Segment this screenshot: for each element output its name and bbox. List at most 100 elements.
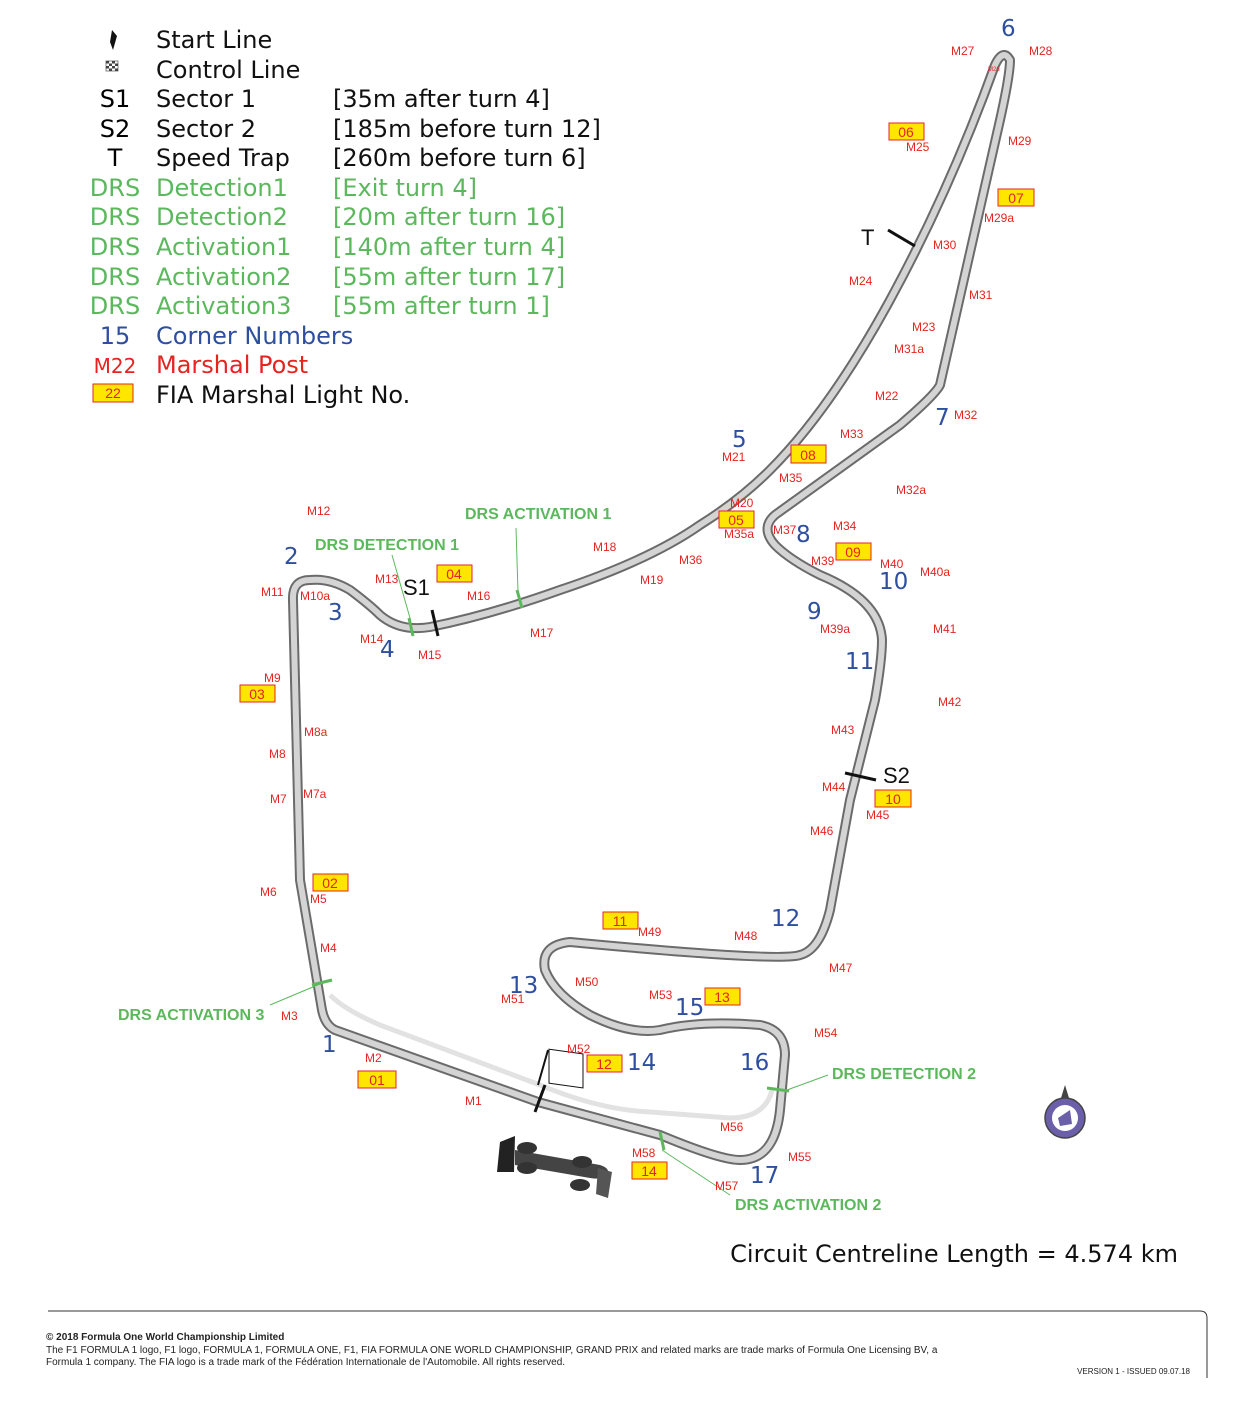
corner-14: 14 [627, 1050, 656, 1076]
marshal-post: M8a [304, 725, 328, 739]
marshal-post: M48 [734, 929, 758, 943]
marshal-post: M50 [575, 975, 599, 989]
track-surface [289, 52, 1013, 1163]
marshal-post: M12 [307, 504, 331, 518]
legend-label-activation1: Activation1 [156, 233, 291, 261]
track [287, 50, 1015, 1165]
compass-icon [1044, 1085, 1086, 1139]
marshal-post: M26 [988, 67, 1000, 73]
legend-symbol-t: T [107, 144, 123, 172]
marshal-post: M43 [831, 723, 855, 737]
marshal-lights: 01 02 03 04 05 06 07 08 09 10 11 12 13 1… [239, 122, 1035, 1180]
marshal-post: M13 [375, 572, 399, 586]
marshal-post: M25 [906, 140, 930, 154]
drs-detection1-marker [407, 617, 415, 637]
marshal-post: M2 [365, 1051, 382, 1065]
marshal-post: M16 [467, 589, 491, 603]
marshal-post: M32 [954, 408, 978, 422]
drs-activation1-marker [515, 589, 524, 609]
marshal-post: M7 [270, 792, 287, 806]
footer-version: VERSION 1 - ISSUED 09.07.18 [1077, 1367, 1190, 1376]
footer-copyright: © 2018 Formula One World Championship Li… [46, 1332, 284, 1343]
legend-detail-sector2: [185m before turn 12] [333, 115, 601, 143]
corner-4: 4 [380, 637, 395, 663]
marshal-post: M47 [829, 961, 853, 975]
marshal-post: M45 [866, 808, 890, 822]
marshal-light: 01 [369, 1072, 385, 1088]
marshal-post: M54 [814, 1026, 838, 1040]
corner-8: 8 [796, 522, 811, 548]
marshal-post: M41 [933, 622, 957, 636]
marshal-light: 09 [845, 544, 861, 560]
marshal-light: 08 [800, 447, 816, 463]
marshal-light: 04 [446, 566, 462, 582]
marshal-post: M53 [649, 988, 673, 1002]
footer-line1: The F1 FORMULA 1 logo, F1 logo, FORMULA … [46, 1345, 938, 1356]
marshal-post: M3 [281, 1009, 298, 1023]
footer-line2: Formula 1 company. The FIA logo is a tra… [46, 1357, 565, 1368]
start-line-icon [110, 30, 117, 50]
legend-detail-activation3: [55m after turn 1] [333, 292, 550, 320]
legend-symbol-flag-num: 22 [105, 385, 121, 401]
legend-symbol-drs-detection1: DRS [90, 174, 140, 202]
legend-label-marshal-light: FIA Marshal Light No. [156, 381, 410, 409]
marshal-post: M39a [820, 622, 850, 636]
drs-markers [311, 589, 790, 1151]
corner-6: 6 [1001, 16, 1016, 42]
corner-2: 2 [284, 544, 299, 570]
marshal-post: M29 [1008, 134, 1032, 148]
corner-12: 12 [771, 906, 800, 932]
marshal-light: 06 [898, 124, 914, 140]
marshal-post: M31a [894, 342, 924, 356]
marshal-post: M11 [261, 585, 284, 599]
legend-detail-activation2: [55m after turn 17] [333, 263, 565, 291]
marshal-post: M28 [1029, 44, 1053, 58]
marshal-post: M52 [567, 1042, 591, 1056]
legend-label-speed-trap: Speed Trap [156, 144, 290, 172]
footer: © 2018 Formula One World Championship Li… [46, 1310, 1208, 1378]
marshal-post: M27 [951, 44, 975, 58]
drs-activation3-marker [311, 978, 333, 987]
drs-leaders [269, 527, 829, 1196]
marshal-post: M20 [730, 496, 754, 510]
marshal-post: M39 [811, 554, 835, 568]
drs-detection2-marker [766, 1086, 790, 1093]
checkered-flag-icon [105, 60, 119, 72]
marshal-post: M5 [310, 892, 327, 906]
legend-detail-detection2: [20m after turn 16] [333, 203, 565, 231]
corner-16: 16 [740, 1050, 769, 1076]
marshal-post: M35a [724, 527, 754, 541]
marshal-post: M58 [632, 1146, 656, 1160]
legend-label-sector1: Sector 1 [156, 85, 256, 113]
corner-15: 15 [675, 995, 704, 1021]
marshal-post: M18 [593, 540, 617, 554]
legend-label-marshal-post: Marshal Post [156, 351, 308, 379]
legend-label-detection1: Detection1 [156, 174, 288, 202]
marshal-post: M32a [896, 483, 926, 497]
marshal-post: M4 [320, 941, 337, 955]
marshal-post: M6 [260, 885, 277, 899]
pit-lane [328, 993, 775, 1121]
marshal-light: 10 [885, 791, 901, 807]
marshal-post: M56 [720, 1120, 744, 1134]
drs-activation1-label: DRS ACTIVATION 1 [465, 506, 611, 523]
legend-symbol-drs-detection2: DRS [90, 203, 140, 231]
legend-label-activation2: Activation2 [156, 263, 291, 291]
legend-symbol-drs-activation3: DRS [90, 292, 140, 320]
legend-symbol-s1: S1 [100, 85, 131, 113]
legend-label-control: Control Line [156, 56, 300, 84]
legend-detail-sector1: [35m after turn 4] [333, 85, 550, 113]
marshal-post: M42 [938, 695, 962, 709]
legend-detail-speed-trap: [260m before turn 6] [333, 144, 586, 172]
marshal-post: M44 [822, 780, 846, 794]
corner-17: 17 [750, 1163, 779, 1189]
speed-trap-label: T [861, 225, 874, 250]
legend-detail-detection1: [Exit turn 4] [333, 174, 477, 202]
control-line-flag-icon [537, 1048, 584, 1089]
marshal-light: 13 [714, 989, 730, 1005]
marshal-post: M21 [722, 450, 746, 464]
marshal-post: M40a [920, 565, 950, 579]
marshal-posts: M1 M2 M3 M4 M5 M6 M7 M7a M8 M8a M9 M10a … [260, 44, 1053, 1193]
legend-symbol-flag-box [92, 383, 134, 403]
